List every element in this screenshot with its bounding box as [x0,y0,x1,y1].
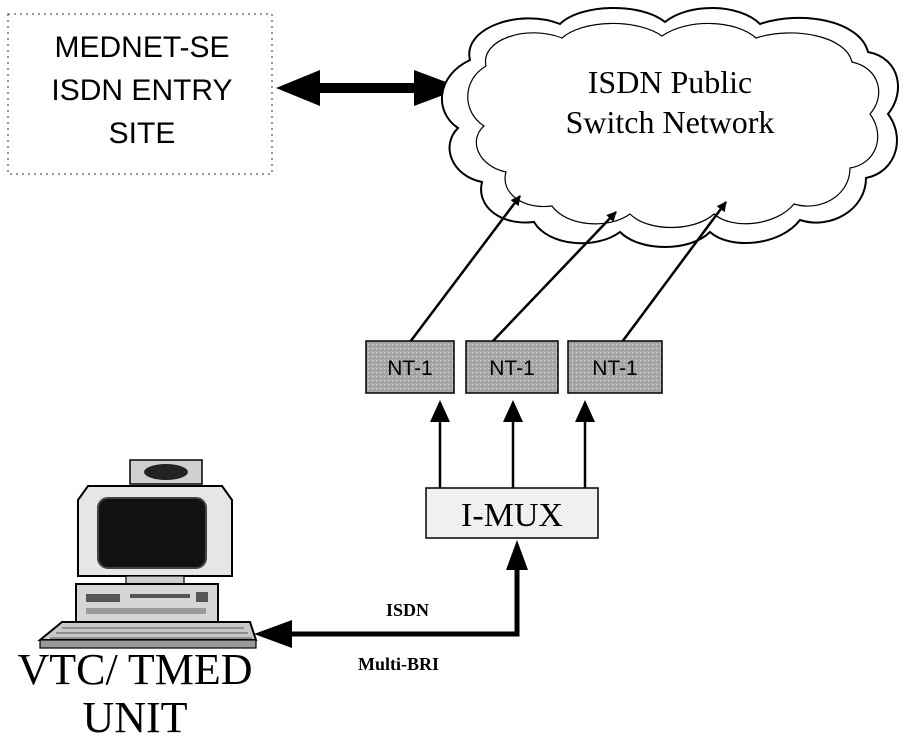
uplink-arrow-1 [409,195,521,343]
imux-to-nt-arrows [430,400,595,488]
nt-unit-group: NT-1 NT-1 NT-1 [365,340,663,394]
imux-label: I-MUX [461,497,563,534]
nt-unit-label-1: NT-1 [387,357,433,380]
cloud-line-2: Switch Network [565,104,775,140]
cloud-label: ISDN Public Switch Network [500,62,840,142]
nt-unit-label-3: NT-1 [592,357,638,380]
terminal-to-imux-link [254,540,528,648]
uplink-arrow-2 [491,211,617,343]
imux-box [425,487,599,539]
nt-unit-box-2 [465,340,559,394]
link-bottom-label: Multi-BRI [358,654,439,674]
entry-site-box [7,13,273,175]
entry-site-line-2: ISDN ENTRY [51,74,233,107]
terminal-line-1: VTC/ TMED [17,645,253,694]
link-top-label: ISDN [386,600,430,620]
nt-unit-box-3 [567,340,663,394]
terminal-label: VTC/ TMED UNIT [0,646,270,742]
nt-to-cloud-arrows [409,195,728,343]
uplink-arrow-3 [620,201,728,343]
entry-site-line-1: MEDNET-SE [54,31,230,64]
terminal-line-2: UNIT [82,693,188,742]
cloud-icon [440,6,899,248]
nt-unit-box-1 [365,340,455,394]
cloud-line-1: ISDN Public [587,64,753,100]
entry-site-line-3: SITE [108,117,176,150]
entry-site-label: MEDNET-SE ISDN ENTRY SITE [12,26,272,155]
bidirectional-link-arrow [276,70,462,106]
nt-unit-label-2: NT-1 [489,357,535,380]
computer-workstation-icon [37,459,258,649]
